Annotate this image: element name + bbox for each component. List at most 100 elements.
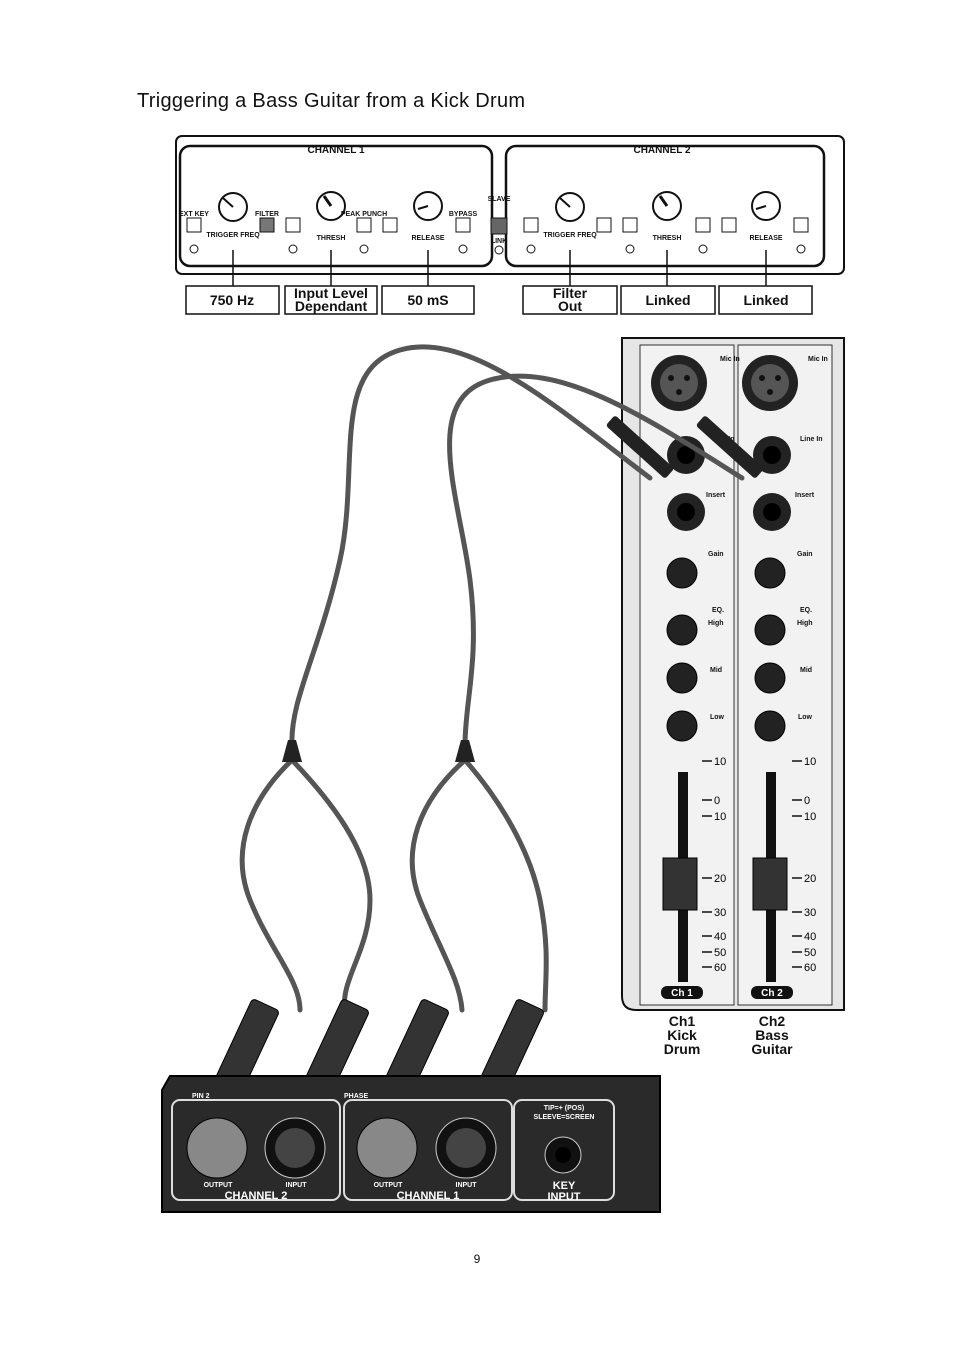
insert-plugs: [282, 416, 764, 762]
fader-scale-label: 40: [804, 931, 816, 943]
setting-ch1-freq: 750 Hz: [210, 292, 254, 308]
sleeve-label: SLEEVE=SCREEN: [534, 1114, 595, 1121]
fader-scale-label: 20: [804, 873, 816, 885]
ch2-led-key: [526, 244, 536, 254]
fader-scale-label: 40: [714, 931, 726, 943]
ch2-release-knob[interactable]: [751, 191, 781, 221]
ch1-high-label: High: [708, 620, 724, 627]
ch1-eq-low-knob[interactable]: [666, 710, 698, 742]
ch1-low-label: Low: [710, 714, 725, 721]
ch1-peak-punch-button[interactable]: [356, 217, 372, 233]
ch1-thresh-label: THRESH: [317, 235, 346, 242]
setting-ch2-freq-line2: Out: [558, 298, 582, 314]
ch2-gain-label: Gain: [797, 551, 813, 558]
fader-scale-label: 0: [804, 795, 810, 807]
fader-scale-label: 50: [804, 947, 816, 959]
cables: [239, 344, 745, 1013]
channel1-label: CHANNEL 1: [307, 145, 364, 156]
fader-scale-label: 30: [714, 907, 726, 919]
pin2-label: PIN 2: [192, 1093, 210, 1100]
mixer: Mic In Mic In Line In Line In Insert Ins…: [621, 337, 845, 1011]
fader-scale-label: 10: [714, 756, 726, 768]
ch1-bypass-label: BYPASS: [449, 211, 478, 218]
ch2-insert-label: Insert: [795, 492, 815, 499]
ch2-caption-line3: Guitar: [751, 1041, 793, 1057]
ch1-trigger-freq-knob[interactable]: [218, 192, 248, 222]
ch1-eq-high-knob[interactable]: [666, 614, 698, 646]
ch1-mic-in-label: Mic In: [720, 356, 740, 363]
fader-scale-label: 10: [714, 811, 726, 823]
ch2-fader-cap[interactable]: [752, 857, 788, 911]
phase-label: PHASE: [344, 1093, 368, 1100]
ch2-led-listen: [625, 244, 635, 254]
ch1-led-punch: [359, 244, 369, 254]
ch1-caption-line2: Kick: [667, 1027, 697, 1043]
ch1-caption-line3: Drum: [664, 1041, 701, 1057]
ch1-output-xlr[interactable]: [356, 1117, 418, 1179]
fader-scale-label: 0: [714, 795, 720, 807]
ch1-release-label: RELEASE: [411, 235, 444, 242]
ch2-peak-punch-button[interactable]: [695, 217, 711, 233]
ch2-caption-line1: Ch2: [759, 1013, 786, 1029]
ch1-mid-label: Mid: [710, 667, 722, 674]
ch2-thresh-label: THRESH: [653, 235, 682, 242]
setting-ch1-release: 50 mS: [407, 292, 448, 308]
page-number: 9: [473, 1252, 481, 1266]
ch1-led-listen: [288, 244, 298, 254]
ch1-gain-knob[interactable]: [666, 557, 698, 589]
ch2-eq-label: EQ.: [800, 607, 812, 614]
page-title: Triggering a Bass Guitar from a Kick Dru…: [137, 90, 526, 112]
ch2-led-bypass: [796, 244, 806, 254]
setting-boxes: 750 Hz Input Level Dependant 50 mS Filte…: [185, 285, 813, 315]
ch2-key-listen-button[interactable]: [622, 217, 638, 233]
ch2-trigger-freq-knob[interactable]: [555, 192, 585, 222]
ch2-eq-high-knob[interactable]: [754, 614, 786, 646]
ch1-fader-cap[interactable]: [662, 857, 698, 911]
gate-front-panel: CHANNEL 1 CHANNEL 2 TRIGGER FREQ THRESH …: [175, 135, 845, 286]
ch2-gain-knob[interactable]: [754, 557, 786, 589]
ch2-release-label: RELEASE: [749, 235, 782, 242]
ch2-output-xlr[interactable]: [186, 1117, 248, 1179]
ch1-key-listen-button[interactable]: [285, 217, 301, 233]
fader-scale-label: 50: [714, 947, 726, 959]
ch1-ext-key-button[interactable]: [186, 217, 202, 233]
tip-label: TIP=+ (POS): [544, 1105, 584, 1112]
ch1-gain-label: Gain: [708, 551, 724, 558]
fader-scale-label: 60: [714, 962, 726, 974]
ch2-eq-low-knob[interactable]: [754, 710, 786, 742]
ch2-eq-mid-knob[interactable]: [754, 662, 786, 694]
ch2-trigger-freq-label: TRIGGER FREQ: [543, 232, 597, 239]
ch2-range-button[interactable]: [721, 217, 737, 233]
ch1-filter-label: FILTER: [255, 211, 279, 218]
ch1-output-label: OUTPUT: [374, 1182, 404, 1189]
ch1-filter-button[interactable]: [259, 217, 275, 233]
ch2-filter-button[interactable]: [596, 217, 612, 233]
ch1-section-label: CHANNEL 1: [397, 1190, 460, 1202]
slave-link-button[interactable]: [490, 217, 508, 235]
fader-scale-label: 20: [714, 873, 726, 885]
link-label: LINK: [491, 238, 507, 245]
ch2-high-label: High: [797, 620, 813, 627]
ch2-section-label: CHANNEL 2: [225, 1190, 288, 1202]
ch1-eq-mid-knob[interactable]: [666, 662, 698, 694]
fader-scale-label: 30: [804, 907, 816, 919]
ch1-thresh-knob[interactable]: [316, 191, 346, 221]
setting-ch1-thresh-line2: Dependant: [295, 298, 368, 314]
ch2-output-label: OUTPUT: [204, 1182, 234, 1189]
ch2-thresh-knob[interactable]: [652, 191, 682, 221]
ch1-peak-label: PEAK PUNCH: [341, 211, 387, 218]
key-input-label: INPUT: [548, 1191, 581, 1203]
ch1-ext-key-label: EXT KEY: [179, 211, 209, 218]
ch2-input-label: INPUT: [286, 1182, 308, 1189]
ch1-release-knob[interactable]: [413, 191, 443, 221]
channel2-label: CHANNEL 2: [633, 145, 690, 156]
ch2-bypass-button[interactable]: [793, 217, 809, 233]
ch1-range-button[interactable]: [382, 217, 398, 233]
ch1-bypass-button[interactable]: [455, 217, 471, 233]
slave-label: SLAVE: [488, 196, 511, 203]
ch2-ext-key-button[interactable]: [523, 217, 539, 233]
setting-ch1-thresh-line1: Input Level: [294, 285, 368, 301]
key-label: KEY: [553, 1180, 576, 1192]
